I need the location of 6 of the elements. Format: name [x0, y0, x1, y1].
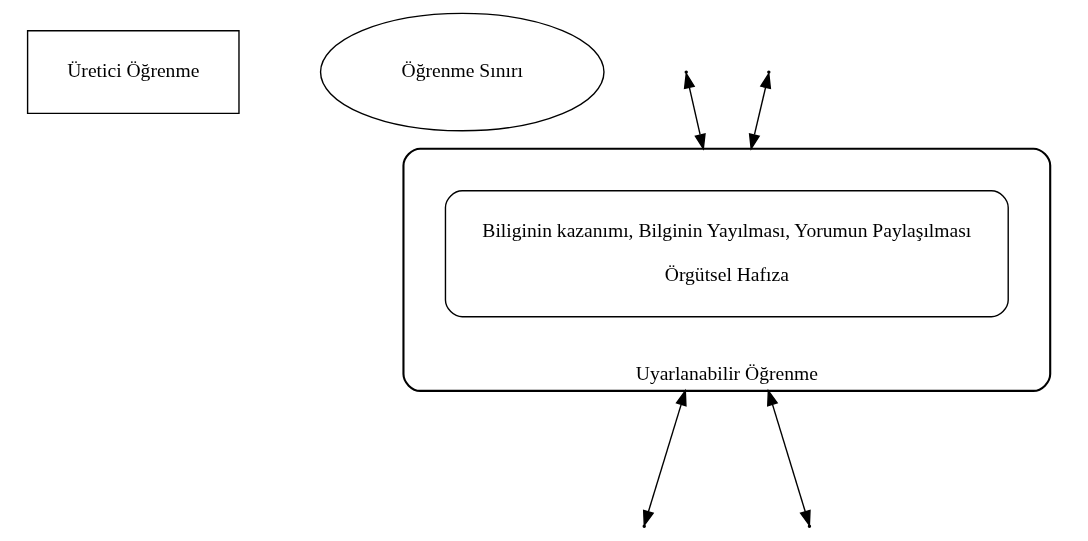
arrow — [683, 71, 706, 151]
arrow — [642, 388, 687, 528]
arrow — [748, 71, 771, 151]
node-box: Üretici Öğrenme — [26, 30, 240, 115]
node-box: Biliginin kazanımı, Bilginin Yayılması, Yorumun Paylaşılması Örgütsel Hafıza — [444, 190, 1009, 318]
node-ellipse: Öğrenme Sınırı — [319, 12, 605, 132]
